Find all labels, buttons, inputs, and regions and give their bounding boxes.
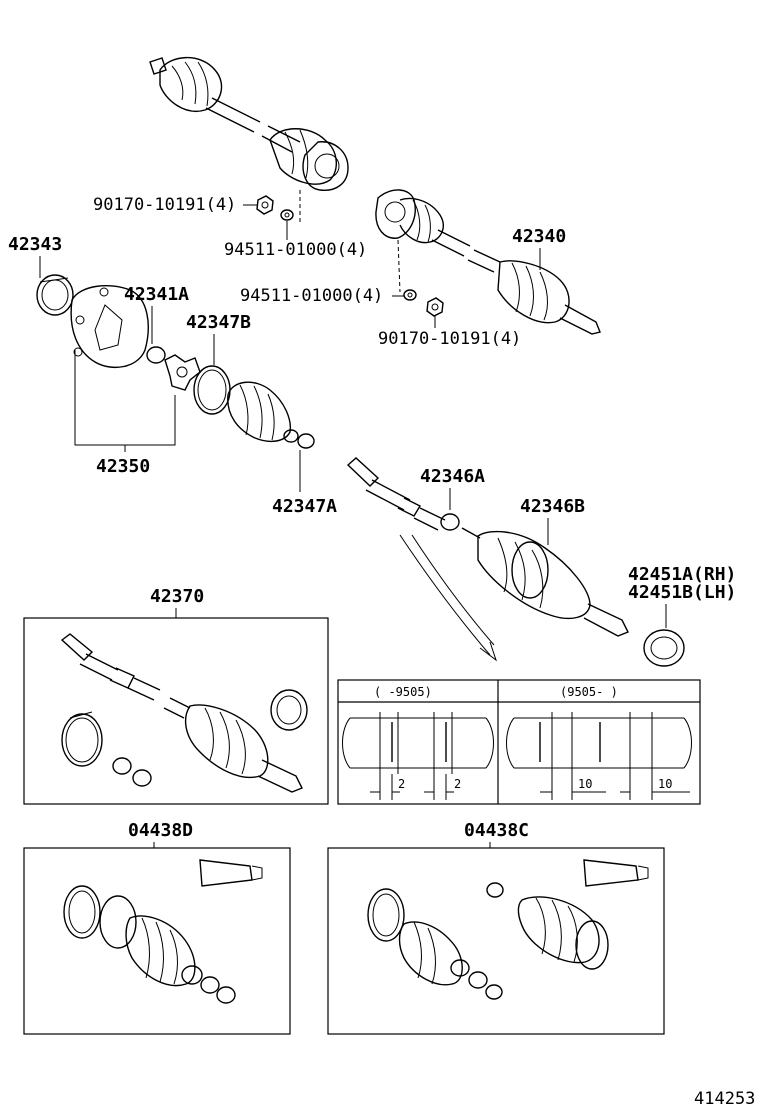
boot-clamp-outer-icon <box>36 274 74 316</box>
kit-box-42370 <box>23 617 329 805</box>
label-snap-ring: 42341A <box>124 284 189 305</box>
label-nut-top: 90170-10191(4) <box>93 195 236 215</box>
label-clamp-a: 42346A <box>420 466 485 487</box>
washer-icon <box>280 209 294 221</box>
label-boot-clamp-large: 42347B <box>186 312 251 333</box>
label-washer-right: 94511-01000(4) <box>240 286 383 306</box>
boot-icon <box>227 381 299 443</box>
label-boot-kit-d: 04438D <box>128 820 193 841</box>
boot-clamp-small-icon <box>297 433 315 449</box>
table-col1-dim-a: 2 <box>398 777 405 791</box>
label-clamp-b: 42346B <box>520 496 585 517</box>
label-inboard-joint: 42350 <box>96 456 150 477</box>
clamp-a-icon <box>440 513 460 531</box>
nut-icon <box>426 297 444 317</box>
outboard-boot-icon <box>461 527 629 637</box>
label-boot-clamp-outer: 42343 <box>8 234 62 255</box>
arrow-icon <box>399 534 497 662</box>
tripod-joint-icon <box>164 354 201 391</box>
diagram-number: 414253 <box>694 1089 755 1109</box>
label-seal-rh: 42451A(RH) <box>628 564 736 585</box>
table-col2-dim-a: 10 <box>578 777 592 791</box>
label-seal-lh: 42451B(LH) <box>628 582 736 603</box>
boot-kit-c-illustration <box>367 859 649 1000</box>
intermediate-shaft-icon <box>346 457 446 531</box>
oil-seal-icon <box>643 629 685 667</box>
clamp-position-table <box>337 679 701 805</box>
label-boot-clamp-small: 42347A <box>272 496 337 517</box>
nut-icon <box>256 195 274 215</box>
table-header-col1: ( -9505) <box>374 685 432 699</box>
label-washer-top: 94511-01000(4) <box>224 240 367 260</box>
table-col2-dim-b: 10 <box>658 777 672 791</box>
snap-ring-icon <box>146 346 166 364</box>
label-outboard-joint-kit: 42370 <box>150 586 204 607</box>
label-nut-right: 90170-10191(4) <box>378 329 521 349</box>
drive-shaft-top-illustration <box>149 56 349 222</box>
label-shaft-right: 42340 <box>512 226 566 247</box>
drive-shaft-right-illustration <box>375 189 601 335</box>
outboard-joint-kit-illustration <box>60 633 308 793</box>
boot-kit-d-illustration <box>63 859 263 1004</box>
washer-icon <box>403 289 417 301</box>
table-header-col2: (9505- ) <box>560 685 618 699</box>
boot-clamp-large-icon <box>193 365 231 415</box>
label-boot-kit-c: 04438C <box>464 820 529 841</box>
inboard-joint-housing-icon <box>70 285 149 369</box>
kit-box-04438C <box>327 847 665 1035</box>
table-col1-dim-b: 2 <box>454 777 461 791</box>
kit-box-04438D <box>23 847 291 1035</box>
